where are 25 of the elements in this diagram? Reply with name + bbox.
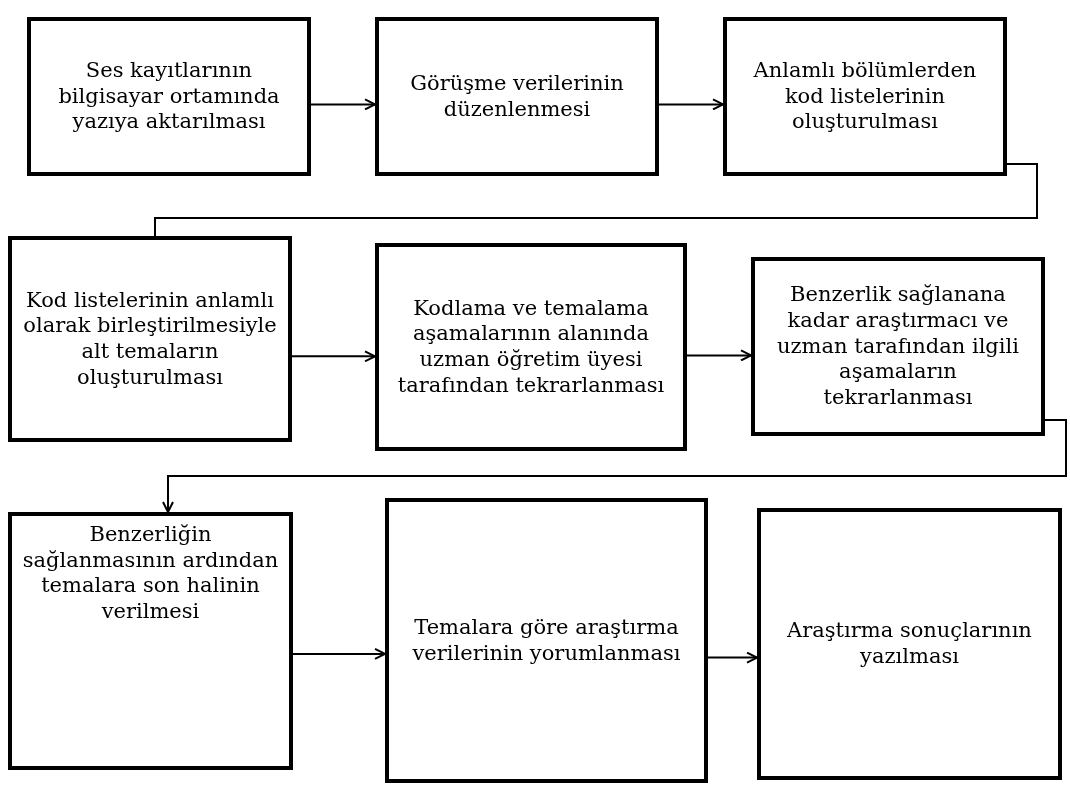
process-box [375, 243, 687, 451]
process-box [27, 17, 311, 176]
arrow [658, 98, 724, 111]
arrow [162, 419, 1067, 513]
step-text: Kod listelerinin anlamlı olarak birleştirilmesiyle alt temaların oluşturulması [22, 287, 278, 391]
step-text: Görüşme verilerinin düzenlenmesi [409, 70, 625, 123]
arrow [310, 98, 376, 111]
process-box [385, 498, 708, 783]
step-text: Benzerlik sağlanana kadar araştırmacı ve uzman tarafından ilgili aşamaların tekrarlanması [776, 282, 1020, 411]
step-text: Anlamlı bölümlerden kod listelerinin oluşturulması [752, 58, 978, 135]
step-text: Kodlama ve temalama aşamalarının alanında uzman öğretim üyesi tarafından tekrarlanması [396, 295, 666, 399]
step-text: Benzerliğin sağlanmasının ardından temalara son halinin verilmesi [22, 522, 279, 625]
step-text: Araştırma sonuçlarının yazılması [786, 618, 1033, 670]
arrow [686, 349, 752, 362]
arrow [292, 647, 386, 660]
process-box [723, 17, 1007, 176]
process-box [751, 257, 1045, 436]
arrow [707, 651, 758, 664]
process-box [375, 17, 659, 176]
process-box [757, 508, 1062, 780]
step-text: Temalara göre araştırma verilerinin yorumlanması [411, 614, 682, 667]
arrow [291, 350, 376, 363]
step-text: Ses kayıtlarının bilgisayar ortamında yazıya aktarılması [57, 58, 281, 135]
process-box [8, 236, 292, 442]
process-box [8, 512, 293, 770]
